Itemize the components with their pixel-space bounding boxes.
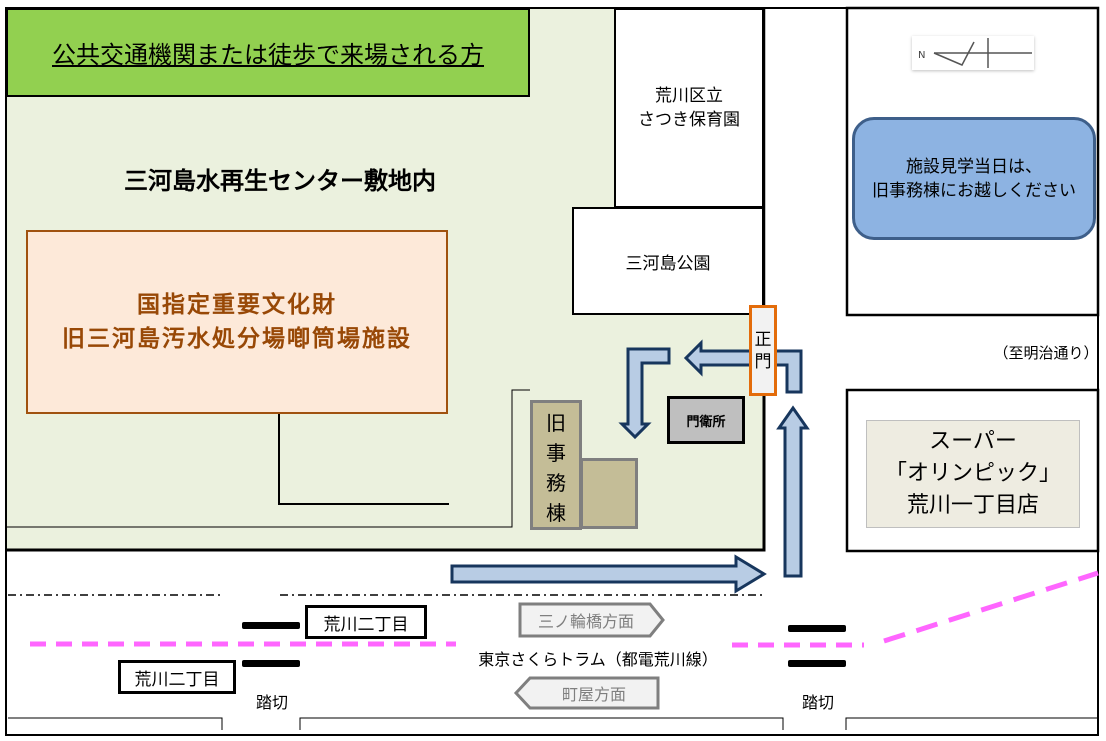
crossing-bar [242,660,300,667]
direction-west-label: 町屋方面 [561,685,626,704]
tram-stop-label: 荒川二丁目 [134,669,220,690]
guardhouse-label: 門衛所 [686,414,726,430]
supermarket: スーパー 「オリンピック」 荒川一丁目店 [866,420,1080,528]
route-arrow-turn-south [618,347,671,440]
route-arrow-east [450,554,767,594]
main-gate[interactable]: 正 門 [749,305,777,396]
page-title-text: 公共交通機関または徒歩で来場される方 [52,41,484,69]
main-gate-char2: 門 [754,351,772,372]
meiji-road-label: （至明治通り） [993,343,1099,362]
main-gate-char1: 正 [754,329,772,350]
tram-line-label: 東京さくらトラム（都電荒川線） [478,650,718,669]
nursery-line2: さつき保育園 [638,110,740,130]
heritage-connector-line [278,414,449,505]
crossing-bar [788,660,846,667]
sidewalk-line-a [8,717,223,730]
old-office-char: 事 [546,441,566,465]
tram-stop-label: 荒川二丁目 [323,614,409,635]
direction-sign-east [518,602,665,638]
old-office-annex [580,458,638,529]
notice-line1: 施設見学当日は、 [906,156,1042,177]
nursery-line1: 荒川区立 [655,86,723,106]
old-office-char: 務 [546,471,566,495]
park-label: 三河島公園 [625,253,711,274]
crossing-bar [242,622,300,629]
sidewalk-line-b [299,717,784,730]
page-title: 公共交通機関または徒歩で来場される方 [6,8,530,97]
railroad-crossing-label: 踏切 [801,693,834,712]
direction-sign-west [513,676,660,710]
supermarket-line1: スーパー [929,429,1017,454]
heritage-line2: 旧三河島汚水処分場喞筒場施設 [62,326,412,352]
svg-text:N: N [918,50,925,61]
old-office-char: 棟 [546,501,566,525]
nursery-school: 荒川区立 さつき保育園 [614,8,764,208]
visit-notice: 施設見学当日は、 旧事務棟にお越しください [852,117,1096,240]
tram-stop-east: 荒川二丁目 [305,605,427,639]
office-outline-line [7,389,530,528]
notice-line2: 旧事務棟にお越しください [872,180,1076,201]
heritage-facility[interactable]: 国指定重要文化財 旧三河島汚水処分場喞筒場施設 [26,230,448,414]
north-arrow-icon: N [918,38,1032,68]
tram-line-east [883,570,1099,644]
supermarket-line3: 荒川一丁目店 [906,493,1039,518]
guardhouse: 門衛所 [667,396,745,444]
site-label: 三河島水再生センター敷地内 [124,166,436,195]
heritage-line1: 国指定重要文化財 [137,292,337,318]
park: 三河島公園 [572,207,764,315]
old-office-building[interactable]: 旧 事 務 棟 [530,400,582,530]
supermarket-line2: 「オリンピック」 [884,461,1061,486]
sidewalk-line-c [845,717,1098,730]
crossing-bar [788,625,846,632]
old-office-char: 旧 [546,411,566,435]
compass: N [912,36,1034,70]
direction-east-label: 三ノ輪橋方面 [537,612,634,631]
tram-stop-west: 荒川二丁目 [118,660,236,694]
route-arrow-north [776,405,810,578]
railroad-crossing-label: 踏切 [255,693,288,712]
